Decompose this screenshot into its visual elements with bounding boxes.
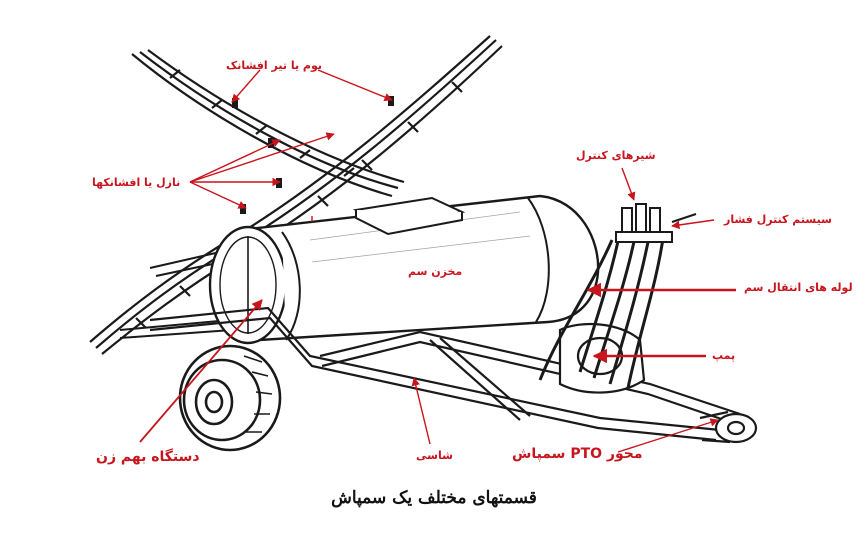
boom-frame (119, 251, 233, 339)
label-boom: بوم یا تیر افشانک (226, 59, 322, 72)
nozzle-arrow-4 (189, 181, 247, 209)
label-pump: پمپ (712, 349, 736, 362)
nozzle-arrow-1 (189, 139, 281, 183)
nozzles (232, 96, 394, 214)
tank-body (208, 194, 600, 345)
label-agitator: دستگاه بهم زن (96, 449, 200, 465)
pto-arrow (617, 418, 719, 453)
wheel (178, 344, 282, 452)
label-pressure-control: سیستم کنترل فشار (724, 213, 832, 226)
chassis-arrow (411, 377, 431, 445)
label-tank: مخزن سم (408, 265, 463, 278)
nozzle-arrow-2 (189, 132, 335, 183)
hitch (699, 410, 758, 444)
label-transfer-pipes: لوله های انتقال سم (744, 281, 853, 294)
label-chassis: شاسی (416, 449, 453, 462)
label-nozzles: نازل یا افشانکها (92, 176, 181, 189)
control-valves (615, 203, 697, 243)
figure-caption: قسمتهای مختلف یک سمپاش (331, 488, 537, 508)
chassis-frame (149, 306, 741, 442)
transfer-hoses (538, 231, 666, 389)
agitator-arrow (139, 299, 263, 443)
label-control-valves: شیرهای کنترل (576, 149, 656, 162)
label-pto-shaft: محور PTO سمپاش (512, 446, 643, 462)
boom-arrow-right (317, 69, 393, 102)
boom-arm-left (131, 49, 405, 198)
boom-arrow-left (231, 69, 261, 103)
pump (558, 322, 646, 394)
pressure-arrow (671, 219, 715, 230)
annotation-arrows (139, 69, 736, 453)
tank-lid (352, 196, 466, 236)
valves-arrow (621, 167, 636, 201)
